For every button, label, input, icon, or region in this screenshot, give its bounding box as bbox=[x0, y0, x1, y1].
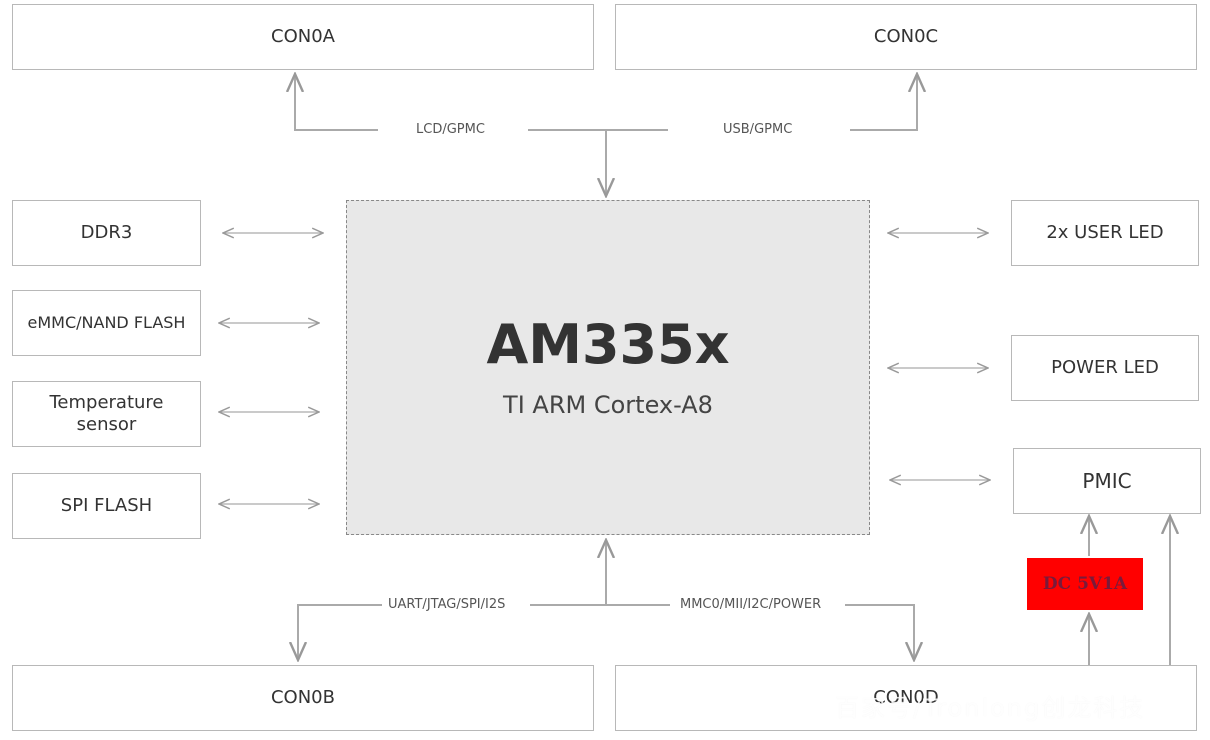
spi-label: SPI FLASH bbox=[60, 494, 153, 516]
connector-con0b: CON0B bbox=[12, 665, 594, 731]
cpu-block: AM335x TI ARM Cortex-A8 bbox=[346, 200, 870, 535]
ddr3-label: DDR3 bbox=[80, 221, 133, 243]
connector-con0a: CON0A bbox=[12, 4, 594, 70]
con0b-label: CON0B bbox=[270, 686, 335, 708]
temp-label: Temperature sensor bbox=[49, 391, 164, 436]
block-pmic: PMIC bbox=[1013, 448, 1201, 514]
bus-label-mmc0-mii: MMC0/MII/I2C/POWER bbox=[676, 597, 826, 612]
power-input-block: DC 5V1A bbox=[1027, 558, 1143, 610]
block-spi-flash: SPI FLASH bbox=[12, 473, 201, 539]
bus-label-lcd-gpmc: LCD/GPMC bbox=[412, 122, 489, 137]
power-input-label: DC 5V1A bbox=[1042, 574, 1128, 594]
connector-con0d: CON0D bbox=[615, 665, 1197, 731]
watermark: 百家号/Tronlong创龙科技 bbox=[835, 694, 1146, 722]
emmc-label: eMMC/NAND FLASH bbox=[27, 313, 186, 332]
cpu-title: AM335x bbox=[486, 313, 730, 376]
block-temperature-sensor: Temperature sensor bbox=[12, 381, 201, 447]
con0d-label: CON0D bbox=[873, 686, 939, 708]
block-user-led: 2x USER LED bbox=[1011, 200, 1199, 266]
cpu-subtitle: TI ARM Cortex-A8 bbox=[503, 391, 713, 419]
block-power-led: POWER LED bbox=[1011, 335, 1199, 401]
connector-con0c: CON0C bbox=[615, 4, 1197, 70]
power-led-label: POWER LED bbox=[1051, 356, 1159, 378]
bus-label-usb-gpmc: USB/GPMC bbox=[719, 122, 797, 137]
con0c-label: CON0C bbox=[873, 25, 939, 47]
block-ddr3: DDR3 bbox=[12, 200, 201, 266]
con0a-label: CON0A bbox=[271, 25, 335, 47]
pmic-label: PMIC bbox=[1082, 468, 1132, 493]
user-led-label: 2x USER LED bbox=[1046, 221, 1164, 243]
block-emmc-nand: eMMC/NAND FLASH bbox=[12, 290, 201, 356]
bus-label-uart-jtag: UART/JTAG/SPI/I2S bbox=[384, 597, 510, 612]
